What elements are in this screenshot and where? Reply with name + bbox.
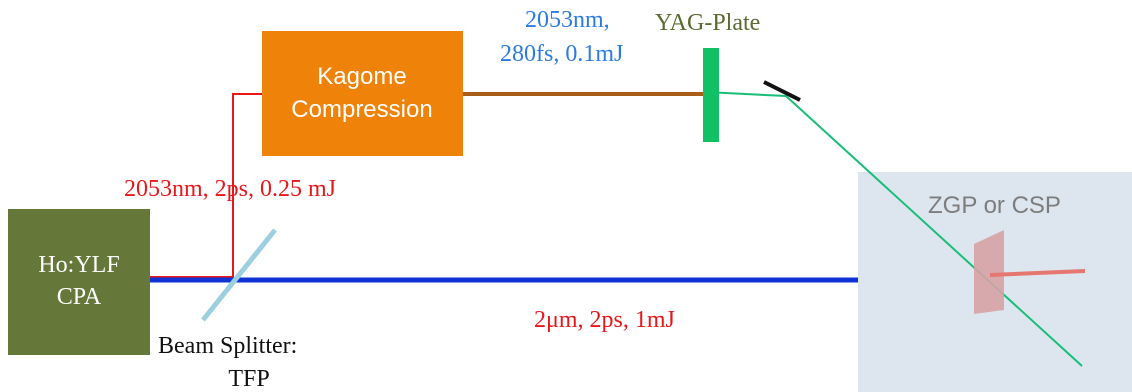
steering-mirror xyxy=(763,80,801,102)
beam-splitter-label-line1: Beam Splitter: xyxy=(158,333,297,359)
laser-label-line2: CPA xyxy=(57,284,102,310)
compressed-params-line2: 280fs, 0.1mJ xyxy=(500,41,623,67)
kagome-label-line1: Kagome xyxy=(317,63,406,90)
kagome-compression-box xyxy=(262,31,463,156)
compressed-params-line1: 2053nm, xyxy=(525,7,610,33)
crystal-label: ZGP or CSP xyxy=(928,192,1061,219)
nonlinear-crystal xyxy=(974,230,1004,314)
red-branch-beam xyxy=(150,93,262,278)
beam-splitter-label-line2: TFP xyxy=(228,366,269,392)
yag-plate xyxy=(703,48,719,142)
main-beam-params-label: 2μm, 2ps, 1mJ xyxy=(534,307,675,333)
output-red-beam xyxy=(989,269,1086,277)
laser-label-line1: Ho:YLF xyxy=(38,252,119,278)
beam-splitter xyxy=(201,228,277,322)
yag-plate-label: YAG-Plate xyxy=(655,10,760,36)
kagome-label-line2: Compression xyxy=(291,96,432,123)
branch-params-label: 2053nm, 2ps, 0.25 mJ xyxy=(124,176,336,202)
ho-ylf-cpa-box xyxy=(8,209,150,355)
